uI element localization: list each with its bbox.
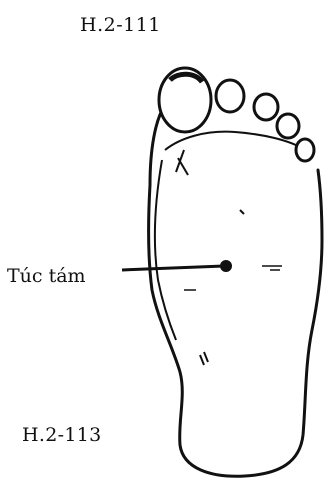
acupoint-marker: [220, 260, 232, 272]
sole-crease-2: [240, 210, 244, 214]
sole-crease-1: [176, 150, 188, 175]
toe-fourth: [277, 114, 299, 138]
sole-crease-3: [262, 266, 282, 270]
point-leader-line: [122, 266, 224, 270]
toe-fifth: [296, 139, 314, 161]
foot-outline: [149, 105, 322, 476]
figure-number-bottom: H.2-113: [22, 424, 101, 446]
sole-crease-5: [200, 352, 208, 365]
toe-big: [159, 68, 211, 132]
toe-third: [254, 94, 278, 120]
toe-second: [216, 80, 244, 112]
acupoint-label: Túc tám: [7, 265, 86, 287]
